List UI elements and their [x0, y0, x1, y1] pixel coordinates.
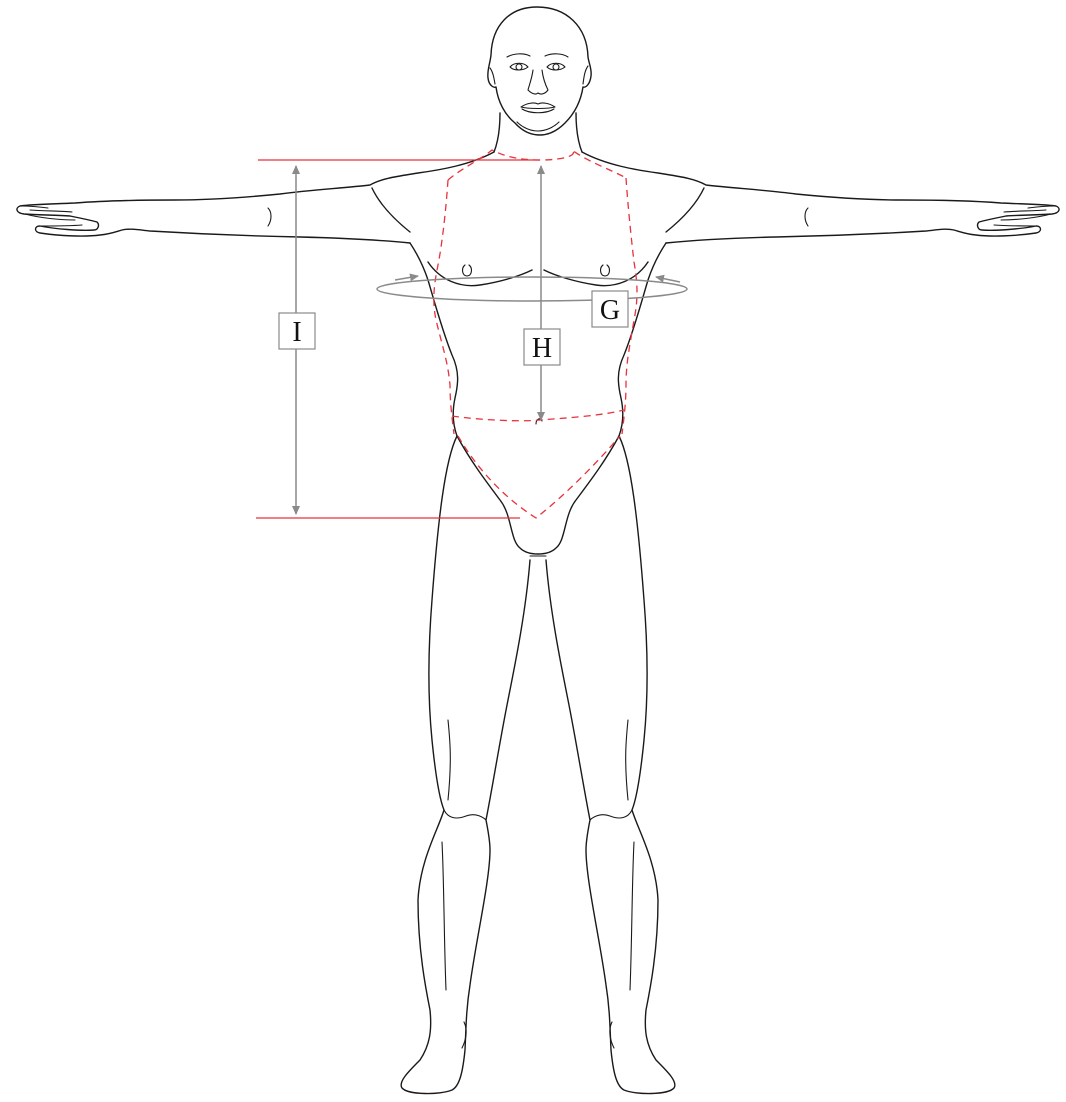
svg-text:I: I	[292, 317, 301, 348]
left-armhole-guide	[434, 180, 454, 434]
label-i: I	[279, 313, 315, 349]
hip-outline	[457, 436, 619, 554]
human-figure	[17, 7, 1059, 1094]
nose	[528, 70, 548, 94]
right-arm	[582, 152, 1059, 243]
label-g: G	[592, 291, 628, 327]
label-h: H	[524, 329, 560, 365]
neckline-guide	[448, 150, 626, 180]
right-leg	[546, 436, 675, 1094]
crotch-guide	[458, 436, 620, 518]
left-leg	[401, 436, 530, 1094]
dimension-g-ellipse	[377, 277, 687, 301]
neck	[494, 113, 500, 152]
svg-text:H: H	[532, 333, 552, 364]
left-arm	[17, 152, 494, 243]
mouth	[521, 103, 555, 109]
svg-text:G: G	[600, 295, 620, 326]
